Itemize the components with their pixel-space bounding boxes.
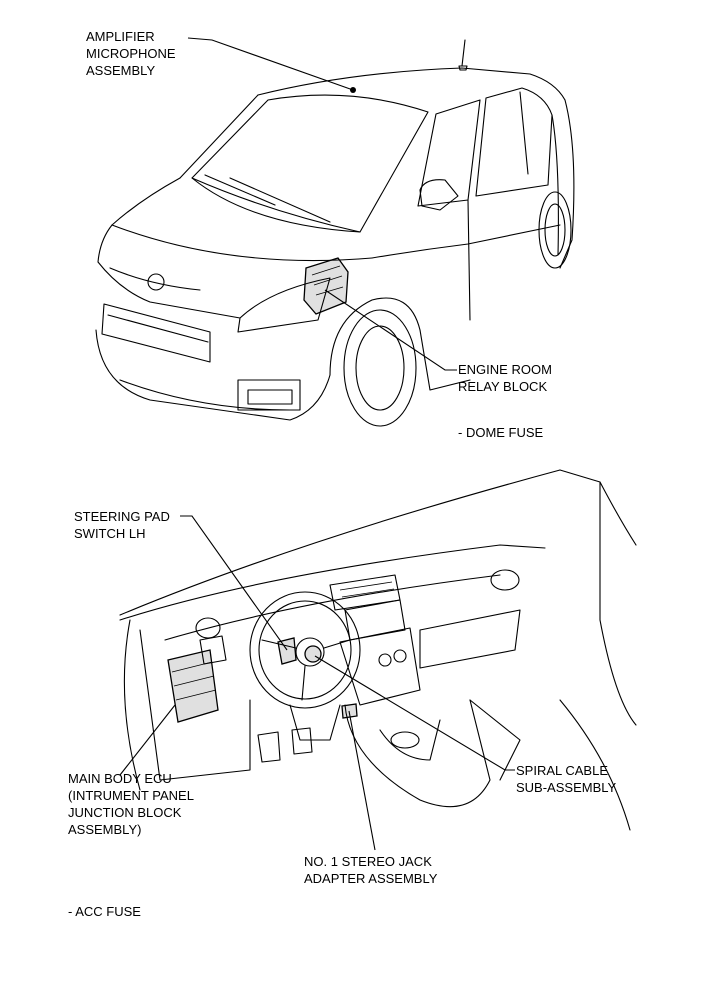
vehicle-interior-illustration (119, 469, 637, 831)
steering-pad-leader (180, 515, 288, 651)
engine-relay-leader (324, 289, 457, 371)
stereo-jack-leader (348, 710, 376, 851)
acc-fuse-label: - ACC FUSE (68, 904, 141, 919)
amplifier-mic-leader (187, 37, 354, 91)
amplifier-microphone-label: AMPLIFIER MICROPHONE ASSEMBLY (86, 29, 176, 78)
stereo-jack-label: NO. 1 STEREO JACK ADAPTER ASSEMBLY (304, 854, 438, 886)
steering-pad-switch-label: STEERING PAD SWITCH LH (74, 509, 170, 541)
spiral-cable-label: SPIRAL CABLE SUB-ASSEMBLY (516, 763, 617, 795)
spiral-cable-leader (314, 655, 515, 771)
main-body-ecu-label: MAIN BODY ECU (INTRUMENT PANEL JUNCTION … (68, 771, 194, 837)
main-body-ecu-leader (119, 704, 176, 776)
engine-room-relay-label: ENGINE ROOM RELAY BLOCK (458, 362, 552, 394)
vehicle-exterior-illustration (95, 39, 575, 427)
dome-fuse-label: - DOME FUSE (458, 425, 544, 440)
